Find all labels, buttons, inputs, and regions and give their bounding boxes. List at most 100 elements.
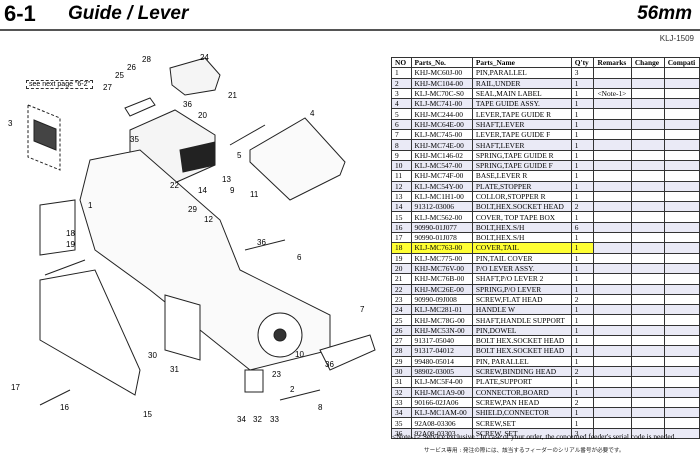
- col-qty: Q'ty: [570, 56, 595, 69]
- cell-change: [630, 108, 665, 120]
- cell-compati: [663, 417, 700, 429]
- lever-tape-guide-f: [319, 334, 376, 371]
- cell-compati: [663, 118, 700, 131]
- cell-remarks: <Note-1>: [593, 87, 632, 100]
- cell-qty: 1: [570, 180, 595, 192]
- cell-part-no: KLJ-MC70C-S0: [410, 87, 473, 100]
- cell-change: [630, 170, 665, 182]
- section-number: 6-1: [4, 1, 36, 26]
- parts-table: NO Parts_No. Parts_Name Q'ty Remarks Cha…: [391, 56, 700, 439]
- cell-compati: [663, 335, 700, 347]
- cell-remarks: [593, 67, 632, 79]
- cell-qty: 1: [570, 324, 595, 337]
- cell-remarks: [593, 273, 632, 285]
- cell-qty: 1: [570, 283, 595, 295]
- callout-14: 14: [198, 186, 207, 195]
- cell-name: CONNECTOR,BOARD: [471, 386, 572, 398]
- cell-qty: 1: [570, 376, 595, 388]
- cell-part-no: KHJ-MC76V-00: [410, 262, 473, 275]
- cell-compati: [663, 149, 700, 161]
- cell-part-no: KLJ-MC281-01: [410, 304, 473, 316]
- main-label: [33, 119, 57, 151]
- cell-part-no: 91312-03006: [410, 201, 473, 213]
- cell-name: COVER, TOP TAPE BOX: [471, 211, 572, 223]
- cell-name: PIN,TAIL COVER: [471, 252, 572, 264]
- exploded-parts-diagram: 28 24 26 25 27 21 36 20 4 3 35 5 22 13 9…: [0, 50, 385, 430]
- callout-20: 20: [198, 111, 207, 120]
- cell-name: RAIL,UNDER: [471, 77, 572, 89]
- handle-shaft: [124, 97, 156, 117]
- cell-compati: [663, 139, 700, 151]
- cell-part-no: KHJ-MC146-02: [410, 149, 473, 161]
- cell-change: [630, 283, 665, 295]
- cell-name: SCREW,PAN HEAD: [471, 396, 572, 409]
- cell-part-no: KLJ-MC562-00: [410, 211, 473, 223]
- cell-change: [630, 304, 665, 316]
- cell-change: [630, 129, 665, 141]
- cell-compati: [663, 98, 700, 110]
- cell-remarks: [593, 221, 632, 234]
- label-outline: [27, 104, 61, 171]
- cell-change: [630, 407, 665, 419]
- cell-no: 9: [391, 149, 412, 161]
- cell-part-no: KHJ-MC64E-00: [410, 118, 473, 131]
- cell-name: PLATE,SUPPORT: [471, 376, 572, 388]
- cell-compati: [663, 180, 700, 192]
- callout-10: 10: [295, 350, 304, 359]
- cell-compati: [663, 67, 700, 79]
- callout-22: 22: [170, 181, 179, 190]
- cell-no: 15: [391, 211, 412, 223]
- cell-compati: [663, 170, 700, 182]
- cell-name: BOLT,HEX.SOCKET HEAD: [471, 201, 572, 213]
- cell-qty: 1: [570, 211, 595, 223]
- cell-remarks: [593, 262, 632, 275]
- cell-compati: [663, 273, 700, 285]
- cell-compati: [663, 232, 700, 244]
- cell-name: BOLT HEX.SOCKET HEAD: [471, 335, 572, 347]
- cell-no: 5: [391, 108, 412, 120]
- cell-part-no: 91317-05040: [410, 335, 473, 347]
- cell-part-no: KHJ-MC53N-00: [410, 324, 473, 337]
- cell-name: SCREW,FLAT HEAD: [471, 293, 572, 306]
- cell-qty: 1: [570, 304, 595, 316]
- callout-6: 6: [297, 253, 302, 262]
- callout-26: 26: [127, 63, 136, 72]
- cell-remarks: [593, 159, 632, 172]
- cell-change: [630, 87, 665, 100]
- cell-name: BOLT,HEX.S/H: [471, 232, 572, 244]
- cell-qty: 3: [570, 67, 595, 79]
- cell-qty: 1: [570, 314, 595, 326]
- cell-change: [630, 180, 665, 192]
- cell-compati: [663, 190, 700, 203]
- callout-36c: 36: [325, 360, 334, 369]
- cell-name: SPRING,TAPE GUIDE F: [471, 159, 572, 172]
- callout-16: 16: [60, 403, 69, 412]
- callout-17: 17: [11, 383, 20, 392]
- callout-8: 8: [318, 403, 323, 412]
- cell-change: [630, 355, 665, 367]
- cell-no: 1: [391, 67, 412, 79]
- cell-compati: [663, 77, 700, 89]
- callout-1: 1: [88, 201, 93, 210]
- cell-change: [630, 190, 665, 203]
- cell-compati: [663, 283, 700, 295]
- cell-remarks: [593, 139, 632, 151]
- cell-name: SHAFT,LEVER: [471, 139, 572, 151]
- cell-remarks: [593, 427, 632, 439]
- cell-name: SCREW, SET: [471, 427, 572, 439]
- cell-name: LEVER,TAPE GUIDE R: [471, 108, 572, 120]
- pin-tail-cover: [44, 259, 86, 276]
